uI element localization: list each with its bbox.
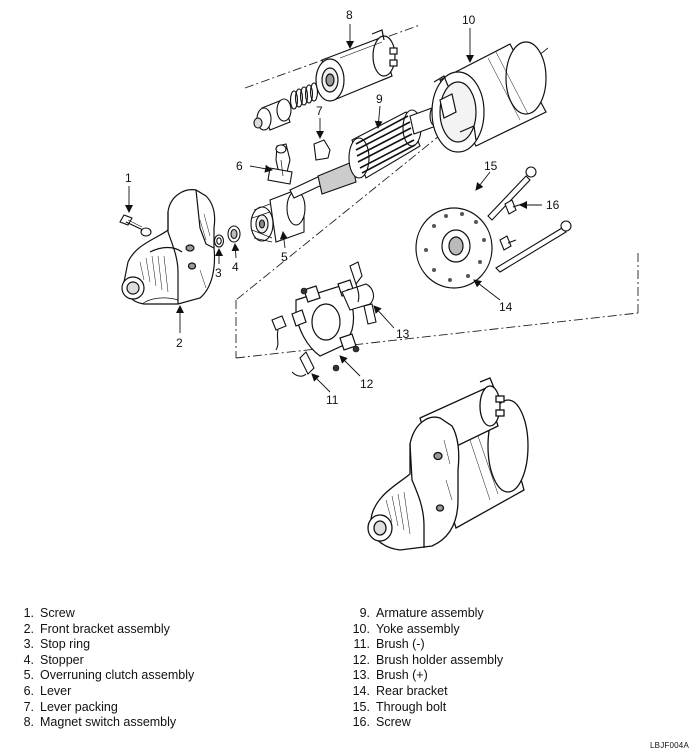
legend-label: Brush (-) (376, 637, 425, 652)
part-brush-holder-assembly (291, 279, 360, 372)
callout-numbers: 1 2 3 4 5 6 7 8 9 10 11 12 13 14 15 16 (125, 8, 560, 407)
part-rear-bracket (415, 207, 493, 289)
leader-12 (339, 355, 361, 377)
callout-6: 6 (236, 159, 243, 173)
legend-number: 5. (23, 668, 34, 683)
legend-number: 4. (23, 652, 34, 667)
part-plunger (253, 98, 292, 131)
legend-label: Rear bracket (376, 683, 448, 698)
callout-15: 15 (484, 159, 498, 173)
callout-7: 7 (316, 104, 323, 118)
legend-item: 16. Screw (346, 715, 503, 731)
legend-item: 4. Stopper (10, 653, 194, 669)
legend-number: 16. (352, 715, 370, 730)
legend-item: 6. Lever (10, 684, 194, 700)
callout-leaders (125, 24, 542, 393)
part-front-bracket-assembly (121, 189, 216, 305)
callout-4: 4 (232, 260, 239, 274)
leader-4 (231, 243, 240, 259)
legend-item: 10. Yoke assembly (346, 622, 503, 638)
starter-motor-exploded-diagram: 1 2 3 4 5 6 7 8 9 10 11 12 13 14 15 16 (119, 8, 639, 551)
legend-item: 1. Screw (10, 606, 194, 622)
callout-8: 8 (346, 8, 353, 22)
legend-item: 7. Lever packing (10, 700, 194, 716)
part-overrunning-clutch-assembly (250, 189, 306, 243)
part-lever (267, 143, 293, 185)
part-plunger-spring (289, 82, 319, 110)
callout-5: 5 (281, 250, 288, 264)
legend-label: Screw (40, 606, 75, 620)
legend-item: 12. Brush holder assembly (346, 652, 504, 669)
legend-item: 8. Magnet switch assembly (10, 715, 194, 731)
parts-legend-right: 9. Armature assembly 10. Yoke assembly 11.… (346, 606, 504, 731)
legend-label: Magnet switch assembly (40, 715, 177, 730)
callout-13: 13 (396, 327, 410, 341)
legend-item: 13. Brush (+) (346, 668, 503, 684)
leader-14 (473, 279, 501, 301)
legend-number: 14. (352, 683, 370, 698)
callout-2: 2 (176, 336, 183, 350)
callout-1: 1 (125, 171, 132, 185)
part-stop-ring (213, 234, 225, 248)
legend-label: Brush (+) (376, 668, 428, 683)
legend-number: 15. (352, 699, 370, 714)
legend-item: 3. Stop ring (10, 637, 194, 653)
leader-13 (373, 305, 395, 329)
legend-item: 5. Overruning clutch assembly (10, 668, 195, 684)
legend-number: 2. (23, 621, 34, 636)
legend-label: Stop ring (40, 637, 91, 652)
part-armature-assembly (289, 106, 447, 199)
legend-item: 15. Through bolt (346, 700, 503, 716)
legend-label: Lever (40, 683, 72, 698)
legend-label: Through bolt (376, 699, 447, 714)
legend-number: 6. (23, 683, 34, 698)
part-magnet-switch-assembly (315, 29, 398, 102)
callout-9: 9 (376, 92, 383, 106)
callout-10: 10 (462, 13, 476, 27)
parts-legend-left: 1. Screw 2. Front bracket assembly 3. Stop … (10, 606, 195, 731)
legend-number: 11. (353, 637, 370, 652)
legend-number: 12. (352, 652, 370, 667)
callout-14: 14 (499, 300, 513, 314)
callout-12: 12 (360, 377, 374, 391)
part-through-bolt (487, 166, 572, 273)
legend-item: 11. Brush (-) (346, 637, 503, 653)
part-lever-packing (313, 139, 331, 161)
assembled-starter-motor (367, 377, 529, 551)
legend-number: 10. (352, 621, 370, 636)
legend-label: Overruning clutch assembly (40, 668, 195, 683)
legend-label: Lever packing (40, 699, 118, 714)
legend-label: Stopper (40, 652, 84, 667)
leader-15 (475, 171, 491, 191)
part-screw-front (119, 214, 152, 237)
figure-code: LBJF004A (650, 741, 689, 750)
legend-number: 9. (359, 606, 370, 620)
callout-3: 3 (215, 266, 222, 280)
legend-item: 9. Armature assembly (346, 606, 503, 622)
legend-label: Armature assembly (376, 606, 484, 620)
legend-label: Front bracket assembly (40, 621, 170, 636)
part-stopper (227, 225, 241, 243)
callout-11: 11 (326, 393, 339, 407)
legend-item: 2. Front bracket assembly (10, 622, 194, 638)
legend-label: Yoke assembly (376, 621, 460, 636)
leader-6 (249, 164, 273, 173)
legend-number: 1. (23, 606, 34, 620)
callout-16: 16 (546, 198, 560, 212)
legend-number: 13. (352, 668, 370, 683)
leader-11 (311, 373, 331, 393)
part-brush-positive (341, 261, 377, 325)
legend-number: 7. (23, 699, 34, 714)
legend-item: 14. Rear bracket (346, 684, 503, 700)
part-brush-negative (271, 315, 315, 377)
part-yoke-assembly (431, 41, 547, 153)
legend-label: Brush holder assembly (376, 652, 504, 667)
legend-number: 8. (23, 715, 34, 730)
legend-label: Screw (376, 715, 411, 730)
leader-5 (279, 231, 288, 249)
legend-number: 3. (23, 637, 34, 652)
part-screw-rear (499, 199, 523, 251)
leader-9 (374, 105, 383, 129)
